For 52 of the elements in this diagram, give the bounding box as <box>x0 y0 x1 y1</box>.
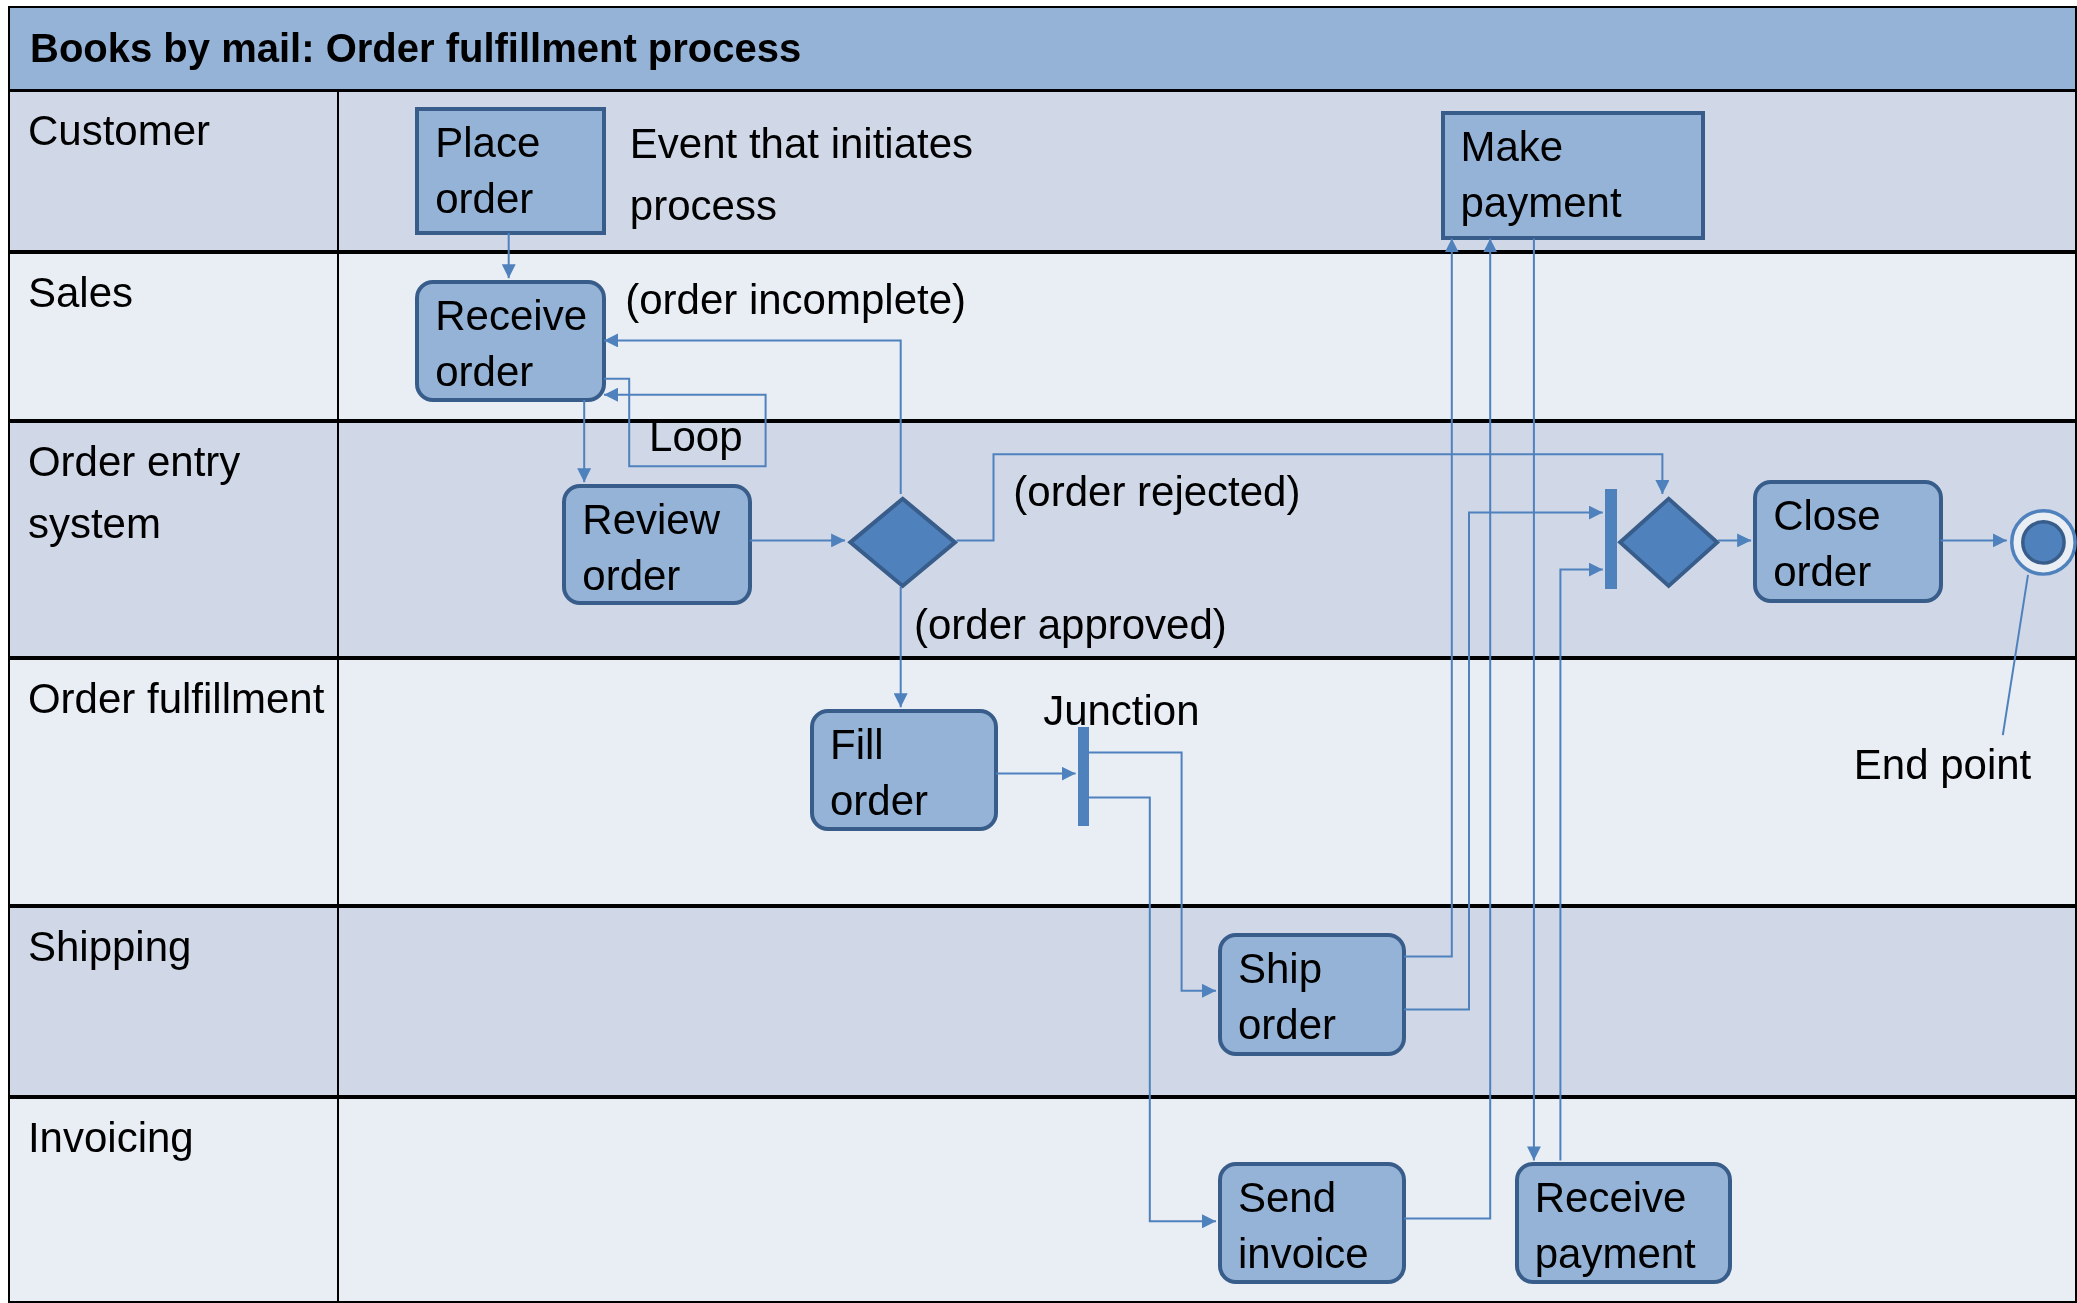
arrow <box>501 232 516 280</box>
sync-bar <box>1077 726 1090 826</box>
arrow <box>603 377 767 468</box>
swimlane <box>7 90 2077 252</box>
arrow <box>1086 796 1217 1229</box>
lane-label: Order entry system <box>27 437 242 550</box>
edge-label: (order approved) <box>914 599 1227 650</box>
end-node <box>2008 508 2077 577</box>
swimlane <box>7 658 2077 907</box>
arrow <box>1403 237 1459 958</box>
arrow <box>1939 533 2008 548</box>
event-box: Make payment <box>1440 110 1706 241</box>
activity-box: Ship order <box>1218 933 1407 1057</box>
edge-label: (order incomplete) <box>625 275 967 326</box>
activity-box: Receive payment <box>1514 1162 1732 1285</box>
swimlane <box>7 421 2077 659</box>
annotation-text: End point <box>1853 737 2072 795</box>
arrow <box>1559 562 1604 1162</box>
annotation-text: Event that initiates process <box>629 119 975 232</box>
decision-diamond <box>1616 496 1720 589</box>
arrow <box>1717 533 1753 548</box>
arrow <box>748 533 847 548</box>
leader-line <box>2001 573 2029 737</box>
activity-box: Receive order <box>415 280 606 402</box>
arrow <box>893 585 908 709</box>
activity-box: Close order <box>1753 480 1943 604</box>
lane-label: Order fulfillment <box>27 674 326 725</box>
swimlane <box>7 906 2077 1097</box>
activity-box: Send invoice <box>1218 1162 1407 1285</box>
arrow <box>577 399 592 484</box>
arrow <box>995 766 1077 781</box>
lane-label: Sales <box>27 267 134 318</box>
lane-label: Invoicing <box>27 1112 195 1163</box>
arrow <box>955 453 1670 542</box>
decision-diamond <box>847 496 959 589</box>
diagram-title: Books by mail: Order fulfillment process <box>30 25 802 72</box>
arrow <box>1526 237 1541 1162</box>
swimlane <box>7 1096 2077 1303</box>
lane-label: Customer <box>27 106 211 157</box>
activity-box: Review order <box>562 484 752 605</box>
swimlane <box>7 251 2077 422</box>
sync-bar <box>1604 489 1617 589</box>
arrow <box>1086 751 1217 998</box>
lane-label: Shipping <box>27 922 193 973</box>
activity-box: Fill order <box>810 709 999 832</box>
arrow <box>1403 505 1604 1011</box>
edge-label: (order rejected) <box>1013 467 1301 518</box>
annotation-text: Junction <box>1043 686 1201 737</box>
edge-label: Loop <box>649 411 743 462</box>
arrow <box>1403 237 1498 1220</box>
event-box: Place order <box>415 106 606 236</box>
arrow <box>603 333 902 496</box>
